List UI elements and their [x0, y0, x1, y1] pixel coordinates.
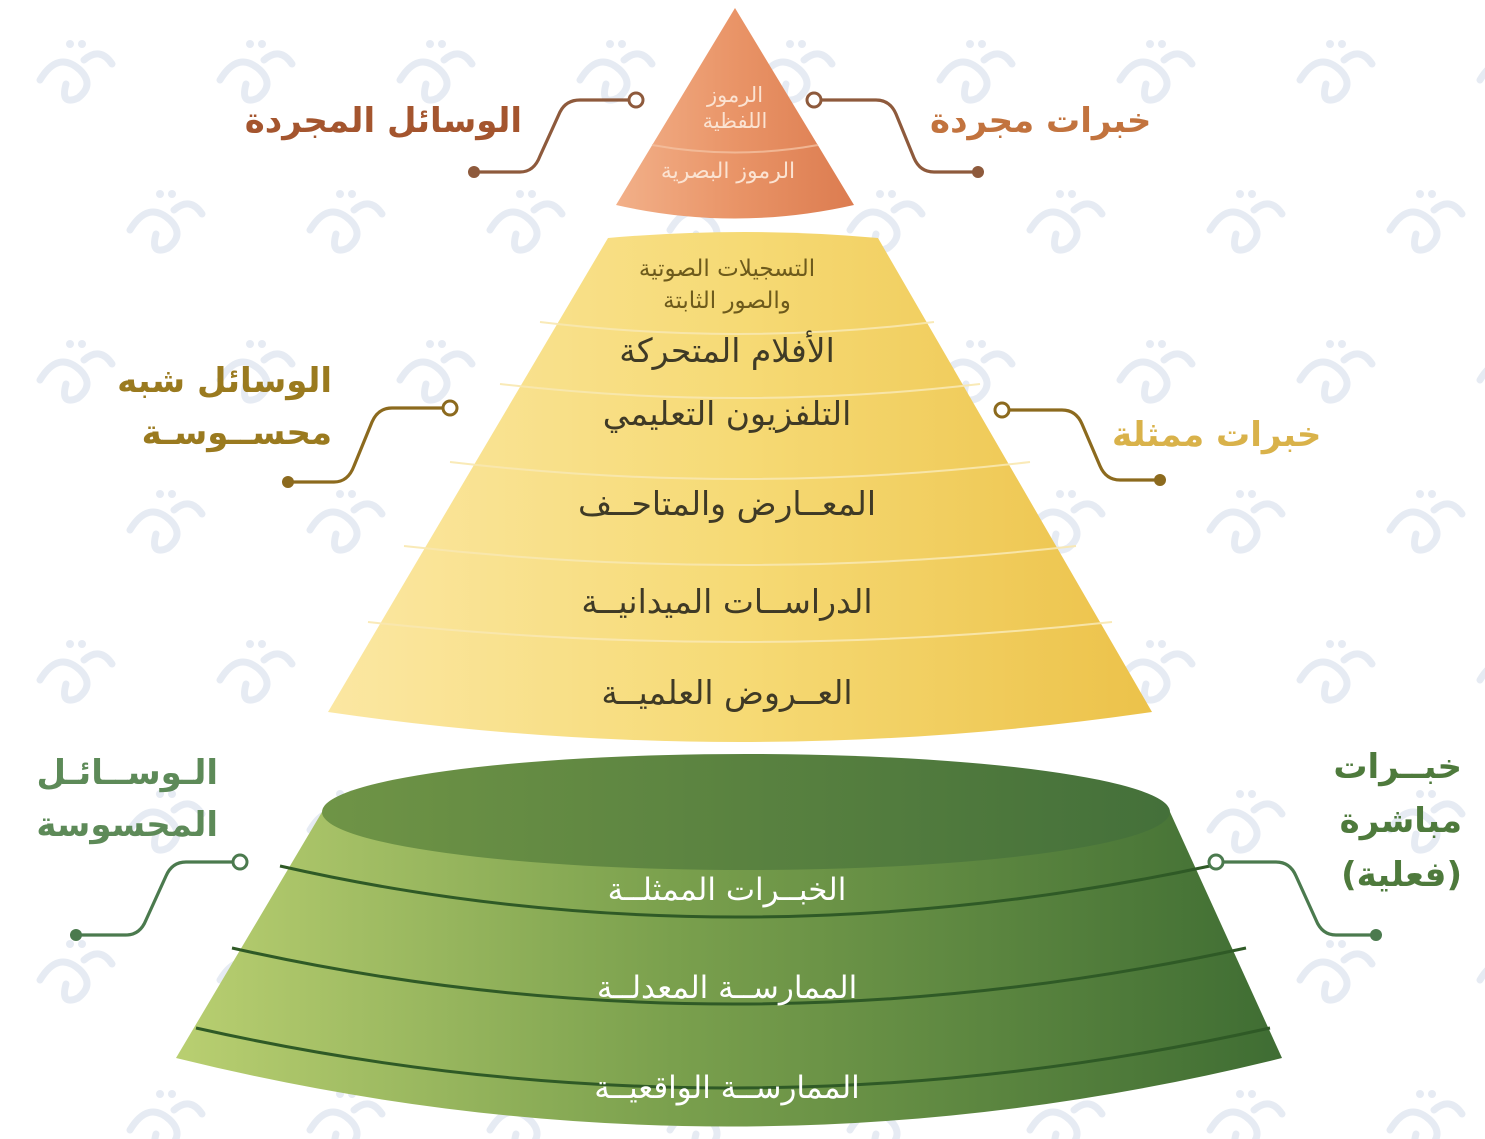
watermark-glyph — [1206, 190, 1286, 254]
label-concrete-media-line1: الـوســائـل — [36, 753, 218, 793]
watermark-glyph — [486, 190, 566, 254]
label-represented-experiences: خبرات ممثلة — [1112, 415, 1321, 455]
middle-tier-item-field-trips: الدراســات الميدانيــة — [581, 582, 872, 621]
label-semi-concrete-media-line1: الوسائل شبه — [117, 361, 332, 401]
middle-tier-item-exhibits-museums: المعــارض والمتاحــف — [578, 484, 876, 524]
label-direct-experiences-line1: خبــرات — [1333, 747, 1462, 787]
middle-tier-item-motion-pictures: الأفلام المتحركة — [619, 330, 835, 370]
connector-left-middle — [282, 399, 459, 488]
label-semi-concrete-media-line2: محســوسـة — [142, 413, 332, 453]
middle-tier-cone: التسجيلات الصوتية والصور الثابتة الأفلام… — [328, 232, 1152, 742]
watermark-glyph — [1296, 940, 1376, 1004]
watermark-glyph — [1116, 340, 1196, 404]
watermark-glyph — [1296, 340, 1376, 404]
middle-tier-item-audio-recordings-line2: والصور الثابتة — [663, 288, 791, 314]
watermark-glyph — [306, 190, 386, 254]
middle-tier-item-demonstrations: العــروض العلميــة — [601, 673, 852, 713]
watermark-glyph — [216, 40, 296, 104]
connector-left-top — [468, 91, 645, 178]
top-tier-item-verbal-symbols-line2: اللفظية — [703, 109, 768, 133]
watermark-glyph — [1386, 790, 1466, 854]
watermark-glyph — [1116, 640, 1196, 704]
watermark-glyph — [576, 40, 656, 104]
bottom-tier-item-modified-practice: الممارســة المعدلــة — [597, 970, 857, 1006]
watermark-glyph — [216, 640, 296, 704]
label-direct-experiences-line2: مباشرة — [1340, 801, 1462, 841]
middle-tier-item-educational-tv: التلفزيون التعليمي — [603, 394, 852, 433]
connector-right-bottom — [1207, 853, 1382, 941]
watermark-glyph — [36, 40, 116, 104]
watermark-glyph — [1026, 490, 1106, 554]
watermark-glyph — [1026, 190, 1106, 254]
watermark-glyph — [1476, 967, 1485, 984]
connector-right-middle — [993, 401, 1166, 486]
watermark-glyph — [1206, 490, 1286, 554]
watermark-glyph — [1296, 40, 1376, 104]
bottom-tier-cone: الخبــرات الممثلــة الممارســة المعدلــة… — [176, 754, 1282, 1127]
watermark-glyph — [396, 340, 476, 404]
watermark-glyph — [126, 490, 206, 554]
watermark-glyph — [126, 190, 206, 254]
connector-right-top — [805, 91, 984, 178]
top-tier-cone: الرموز اللفظية الرموز البصرية — [616, 8, 854, 219]
watermark-glyph — [1476, 667, 1485, 684]
watermark-glyph — [1296, 640, 1376, 704]
watermark-glyph — [1116, 40, 1196, 104]
top-tier-item-visual-symbols: الرموز البصرية — [661, 159, 795, 184]
watermark-glyph — [1476, 67, 1485, 84]
label-abstract-experiences: خبرات مجردة — [930, 101, 1151, 141]
watermark-glyph — [306, 490, 386, 554]
connector-left-bottom — [70, 853, 249, 941]
bottom-tier-item-contrived-experiences: الخبــرات الممثلــة — [608, 872, 847, 908]
label-concrete-media-line2: المحسوسة — [36, 805, 218, 845]
watermark-glyph — [1386, 190, 1466, 254]
watermark-glyph — [126, 1090, 206, 1139]
watermark-glyph — [36, 640, 116, 704]
watermark-glyph — [396, 40, 476, 104]
label-direct-experiences-line3: (فعلية) — [1341, 855, 1462, 895]
label-abstract-media: الوسائل المجردة — [245, 101, 522, 141]
watermark-glyph — [216, 340, 296, 404]
watermark-glyph — [1206, 1090, 1286, 1139]
bottom-tier-item-direct-practice: الممارســة الواقعيــة — [594, 1070, 860, 1106]
watermark-glyph — [1206, 790, 1286, 854]
watermark-glyph — [756, 40, 836, 104]
watermark-glyph — [1386, 490, 1466, 554]
watermark-glyph — [36, 340, 116, 404]
watermark-glyph — [936, 40, 1016, 104]
top-tier-item-verbal-symbols-line1: الرموز — [706, 83, 763, 107]
watermark-glyph — [1386, 1090, 1466, 1139]
middle-tier-item-audio-recordings-line1: التسجيلات الصوتية — [639, 256, 815, 282]
watermark-glyph — [126, 790, 206, 854]
watermark-glyph — [36, 940, 116, 1004]
watermark-glyph — [1476, 367, 1485, 384]
